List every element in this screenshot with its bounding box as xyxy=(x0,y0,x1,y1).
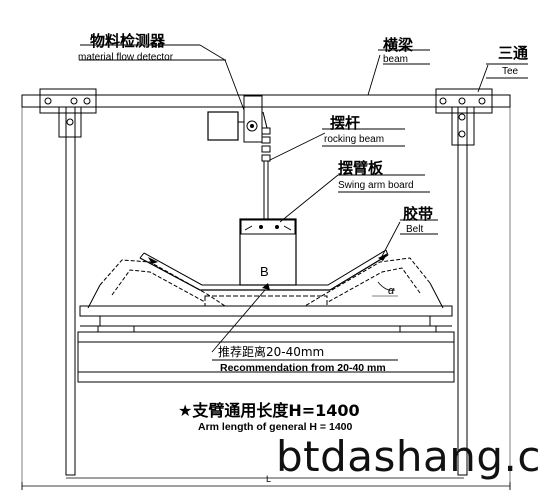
beam-label-en: beam xyxy=(383,54,409,65)
board-letter: B xyxy=(260,264,269,279)
right-support-arm xyxy=(457,106,468,476)
angle-alpha: α xyxy=(388,285,395,297)
detector-label-cn: 物料检测器 xyxy=(90,32,166,50)
recommend-label-en: Recommendation from 20-40 mm xyxy=(220,362,386,374)
detector-box xyxy=(207,111,239,141)
tee-label-cn: 三通 xyxy=(498,44,529,62)
tee-label-en: Tee xyxy=(502,66,519,77)
top-beam xyxy=(21,94,511,108)
left-tee-stem xyxy=(58,106,82,138)
watermark-text: btdashang.c xyxy=(276,432,541,481)
rocking-label-en: rocking beam xyxy=(324,134,385,145)
right-tee-stem xyxy=(451,106,475,146)
left-support-arm xyxy=(65,106,76,476)
belt-label-en: Belt xyxy=(406,224,424,235)
swing-label-cn: 摆臂板 xyxy=(338,159,384,177)
recommend-label-cn: 推荐距离20-40mm xyxy=(218,345,325,359)
arm-length-label-en: Arm length of general H = 1400 xyxy=(198,421,353,433)
detector-label-en: material flow detector xyxy=(78,52,174,63)
belt-label-cn: 胶带 xyxy=(403,205,434,223)
detector-mount xyxy=(243,95,263,143)
beam-label-cn: 横梁 xyxy=(383,36,414,54)
left-tee-plate xyxy=(39,88,97,114)
swing-label-en: Swing arm board xyxy=(338,180,414,191)
rocking-label-cn: 摆杆 xyxy=(330,114,361,132)
right-tee-plate xyxy=(435,88,493,114)
span-letter: L xyxy=(266,474,272,484)
arm-length-label-cn: ★支臂通用长度H=1400 xyxy=(178,401,360,420)
